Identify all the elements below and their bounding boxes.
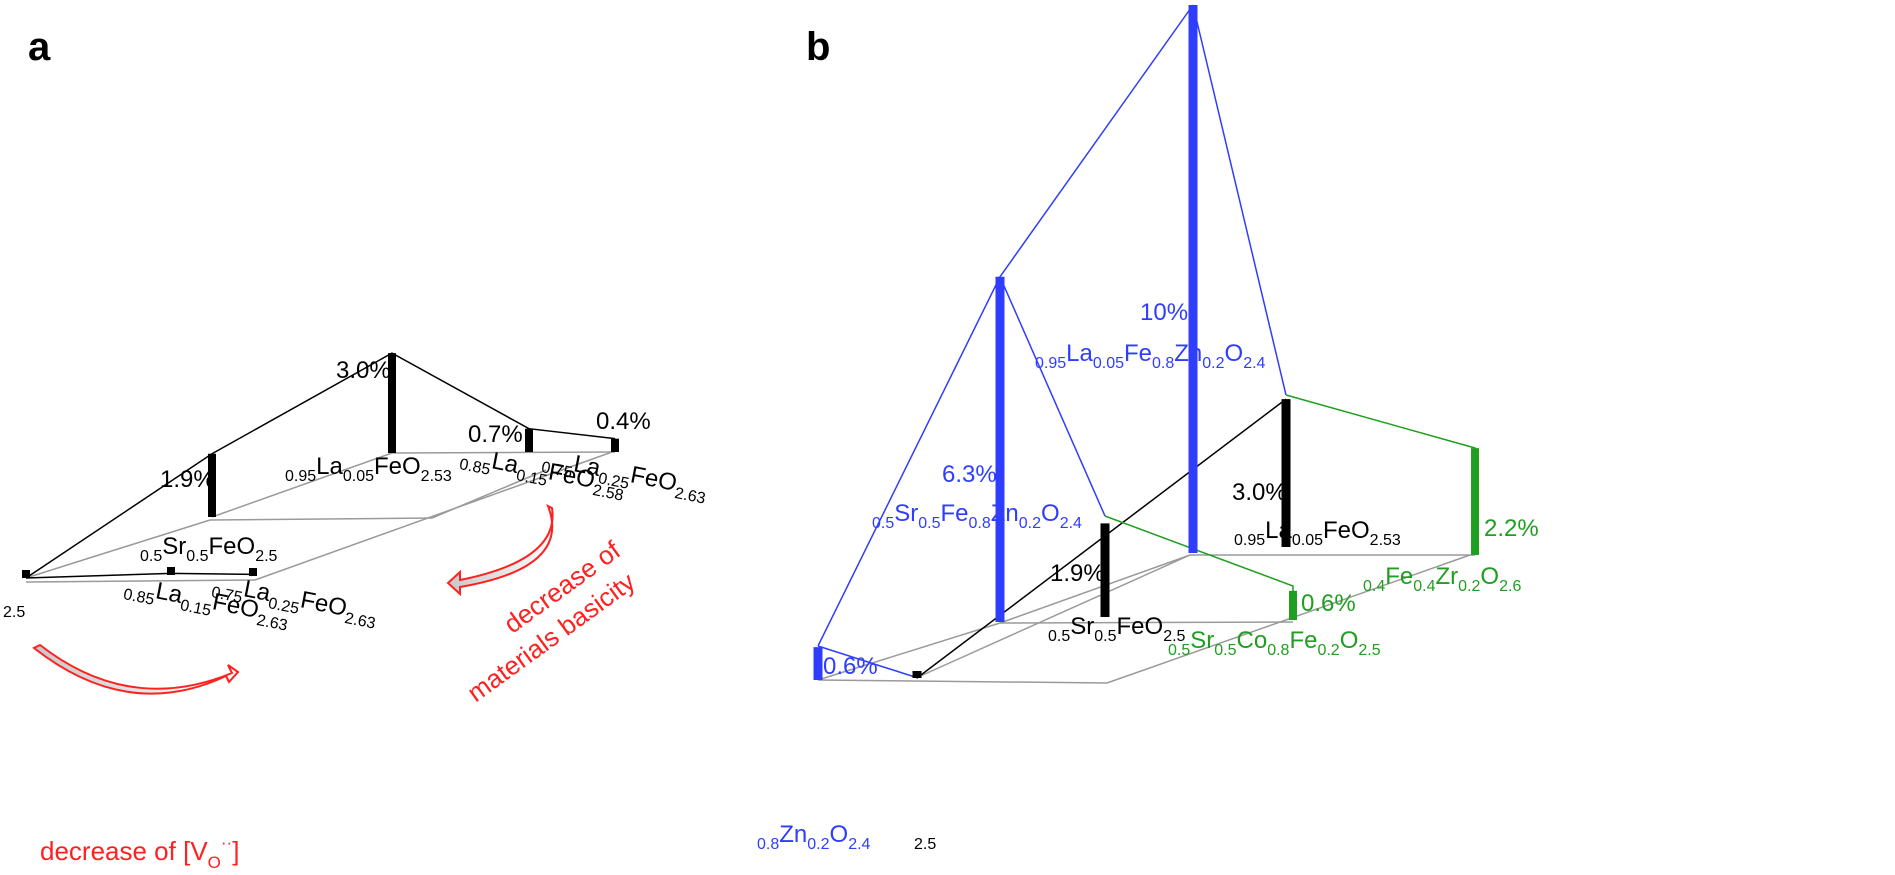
grid-line xyxy=(391,451,616,454)
bar-label: 0.75La0.25FeO2.63 xyxy=(210,569,380,632)
value-label: 0.6% xyxy=(1301,590,1356,617)
bar-top-connector xyxy=(25,572,254,579)
grid-line xyxy=(915,554,1191,679)
series-line-green xyxy=(1285,394,1476,555)
value-label: 6.3% xyxy=(942,461,997,488)
bar-label: 0.5Sr0.5FeO2.5 xyxy=(1048,613,1186,645)
grid-line xyxy=(999,621,1294,624)
annotation-vacancy: decrease of [VO··] xyxy=(40,833,239,872)
series-line-blue xyxy=(817,4,1194,647)
panel-letter-b: b xyxy=(806,25,830,69)
bar-label: 0.95La0.05FeO2.53 xyxy=(285,453,452,485)
panel-b: b 0.8Zn0.2O2.4 0.5Sr0.5Fe0.8Zn0.2O2.4 0.95L… xyxy=(757,4,1539,853)
bar-label: 0.95La0.05Fe0.8Zn0.2O2.4 xyxy=(1035,340,1266,372)
grid-line xyxy=(254,451,613,581)
series-line-blue xyxy=(817,645,919,679)
grid-line xyxy=(817,679,1108,684)
bar-label: 0.95La0.05FeO2.53 xyxy=(1234,517,1401,549)
bar-label: 0.5Sr0.5Co0.8Fe0.2O2.5 xyxy=(1168,627,1381,659)
grid-line xyxy=(431,469,547,519)
grid-line xyxy=(209,517,433,521)
bar-label: 0.8Zn0.2O2.4 xyxy=(757,821,871,853)
value-label: 3.0% xyxy=(1232,479,1287,506)
series-line-blue xyxy=(999,276,1106,517)
grid-line xyxy=(999,554,1191,624)
grid-line xyxy=(1106,554,1471,684)
grid-line xyxy=(25,519,211,579)
bar-label: 0.5Sr0.5FeO2.5 xyxy=(140,533,278,565)
value-label: 0.6% xyxy=(823,653,878,680)
value-label: 1.9% xyxy=(1050,560,1105,587)
value-label: 3.0% xyxy=(336,357,391,384)
bar-label: 2.5 xyxy=(914,836,936,853)
bar-label: 0.4Fe0.4Zr0.2O2.6 xyxy=(1363,563,1521,595)
value-label: 2.2% xyxy=(1484,515,1539,542)
value-label: 0.4% xyxy=(596,408,651,435)
bar-label: 0.5Sr0.5Fe0.8Zn0.2O2.4 xyxy=(872,500,1082,532)
grid-line xyxy=(25,579,256,583)
value-label: 1.9% xyxy=(160,466,215,493)
panel-letter-a: a xyxy=(28,25,51,69)
arrow-icon xyxy=(446,503,554,597)
grid-line xyxy=(817,622,1001,681)
series-line-blue xyxy=(1192,4,1287,396)
panel-a: a2.50.85La0.15FeO2.630.75La0.25FeO2.630.… xyxy=(3,25,710,872)
value-label: 10% xyxy=(1140,299,1188,326)
value-label: 0.7% xyxy=(468,421,523,448)
grid-line xyxy=(211,452,393,518)
bar-label: 0.75La0.25FeO2.63 xyxy=(540,444,710,507)
arrow-icon xyxy=(32,643,240,695)
bar-label: 2.5 xyxy=(3,604,25,621)
